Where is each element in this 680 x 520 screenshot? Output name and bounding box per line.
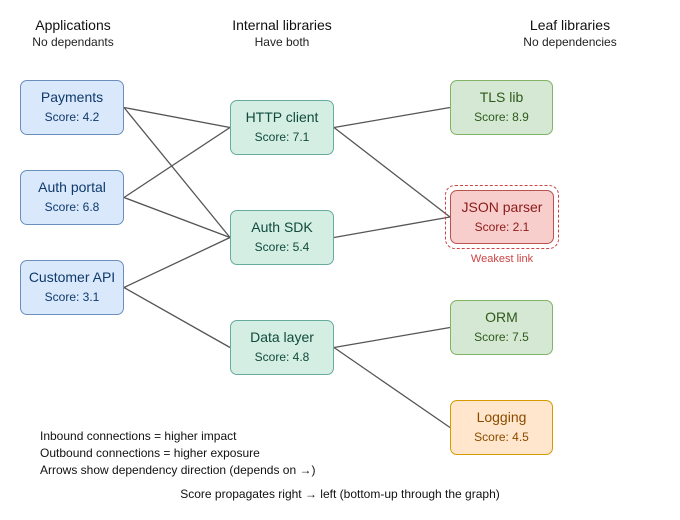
internal-column-header: Internal libraries Have both (182, 16, 382, 50)
node-name: HTTP client (245, 109, 319, 125)
internal-title: Internal libraries (232, 17, 332, 33)
edge-customer_api-to-auth_sdk (123, 236, 231, 289)
leaf-title: Leaf libraries (529, 17, 611, 33)
node-orm[interactable]: ORM Score: 7.5 (450, 300, 553, 355)
node-name: Customer API (28, 269, 116, 285)
node-name: Auth portal (38, 179, 106, 195)
node-auth-sdk[interactable]: Auth SDK Score: 5.4 (230, 210, 334, 265)
node-score: Score: 6.8 (44, 200, 100, 214)
edge-auth_sdk-to-json_parser (333, 216, 451, 239)
edge-auth_portal-to-auth_sdk (123, 196, 231, 239)
node-auth-portal[interactable]: Auth portal Score: 6.8 (20, 170, 124, 225)
note-outbound: Outbound connections = higher exposure (40, 446, 260, 460)
node-score: Score: 4.2 (44, 110, 100, 124)
leaf-subtitle: No dependencies (523, 35, 617, 49)
node-score: Score: 5.4 (254, 240, 310, 254)
edge-auth_portal-to-http_client (123, 126, 231, 199)
leaf-column-header: Leaf libraries No dependencies (470, 16, 670, 50)
node-json-parser[interactable]: JSON parser Score: 2.1 (450, 190, 554, 244)
weakest-link-highlight (445, 185, 559, 249)
node-logging[interactable]: Logging Score: 4.5 (450, 400, 553, 455)
node-customer-api[interactable]: Customer API Score: 3.1 (20, 260, 124, 315)
applications-column-header: Applications No dependants (0, 16, 173, 50)
node-name: JSON parser (461, 199, 543, 215)
node-score: Score: 4.8 (254, 350, 310, 364)
node-tls-lib[interactable]: TLS lib Score: 8.9 (450, 80, 553, 135)
node-name: Logging (476, 409, 527, 425)
node-score: Score: 3.1 (44, 290, 100, 304)
internal-subtitle: Have both (254, 35, 310, 49)
edge-data_layer-to-orm (333, 326, 451, 349)
edge-customer_api-to-data_layer (123, 286, 231, 349)
node-payments[interactable]: Payments Score: 4.2 (20, 80, 124, 135)
note-inbound: Inbound connections = higher impact (40, 429, 237, 443)
node-name: Auth SDK (251, 219, 313, 235)
node-score: Score: 7.1 (254, 130, 310, 144)
legend-notes: Inbound connections = higher impact Outb… (40, 428, 315, 479)
node-name: TLS lib (479, 89, 524, 105)
applications-subtitle: No dependants (32, 35, 114, 49)
node-name: ORM (485, 309, 518, 325)
edge-payments-to-http_client (123, 106, 231, 129)
node-score: Score: 4.5 (474, 430, 529, 444)
node-data-layer[interactable]: Data layer Score: 4.8 (230, 320, 334, 375)
node-score: Score: 2.1 (474, 220, 530, 234)
weakest-link-label: Weakest link (470, 253, 534, 265)
edge-http_client-to-json_parser (333, 126, 451, 218)
edge-data_layer-to-logging (333, 346, 451, 429)
node-http-client[interactable]: HTTP client Score: 7.1 (230, 100, 334, 155)
node-name: Payments (40, 89, 104, 105)
node-score: Score: 8.9 (474, 110, 529, 124)
note-arrows: Arrows show dependency direction (depend… (40, 463, 316, 477)
node-score: Score: 7.5 (474, 330, 529, 344)
node-name: Data layer (250, 329, 314, 345)
edge-payments-to-auth_sdk (123, 107, 231, 238)
applications-title: Applications (35, 17, 111, 33)
footer-note: Score propagates right → left (bottom-up… (180, 487, 500, 501)
edge-http_client-to-tls_lib (333, 106, 451, 129)
